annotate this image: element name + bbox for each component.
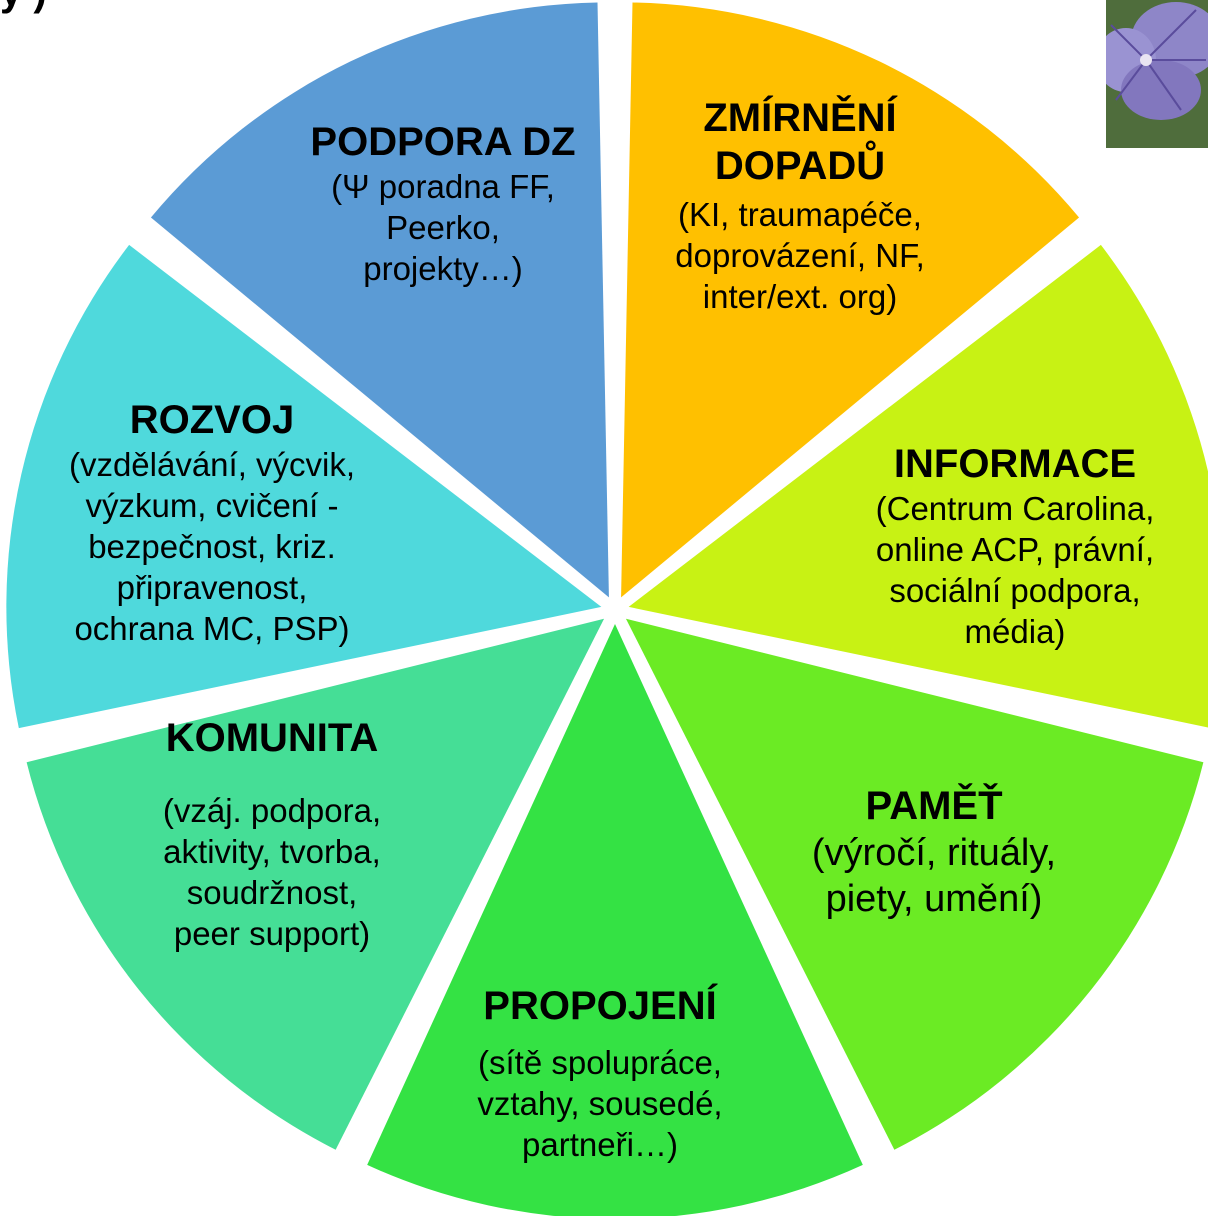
segment-line: projekty…) — [363, 250, 523, 287]
segment-title: PODPORA DZ — [310, 120, 576, 164]
segment-line: inter/ext. org) — [702, 278, 898, 315]
segment-line: Peerko, — [386, 209, 500, 246]
segment-informace-label: INFORMACE (Centrum Carolina, online ACP,… — [876, 440, 1155, 652]
segment-zmirneni-label: ZMÍRNĚNÍ DOPADŮ (KI, traumapéče, doprová… — [675, 94, 924, 317]
segment-line: (sítě spolupráce, — [478, 1044, 722, 1081]
segment-line: piety, umění) — [825, 878, 1043, 920]
segment-line: online ACP, právní, — [875, 531, 1155, 568]
top-cut-text: y ) — [0, 0, 47, 15]
segment-pamet-label: PAMĚŤ (výročí, rituály, piety, umění) — [812, 782, 1056, 922]
segment-line: peer support) — [173, 915, 371, 952]
segment-line: vztahy, sousedé, — [477, 1085, 723, 1122]
segment-line: ochrana MC, PSP) — [74, 610, 350, 647]
segment-podpora-label: PODPORA DZ (Ψ poradna FF, Peerko, projek… — [310, 118, 575, 289]
segment-line: partneři…) — [522, 1126, 678, 1163]
wheel-segment-propojeni — [367, 624, 863, 1216]
wheel-segment-podpora — [150, 2, 609, 598]
segment-line: (KI, traumapéče, — [678, 196, 922, 233]
segment-line: média) — [964, 613, 1066, 650]
segment-komunita-label: KOMUNITA (vzáj. podpora, aktivity, tvorb… — [163, 714, 381, 954]
segment-title: INFORMACE — [893, 442, 1137, 486]
segment-line: aktivity, tvorba, — [163, 833, 381, 870]
flower-photo-icon — [1106, 0, 1208, 148]
segment-title: DOPADŮ — [714, 144, 886, 188]
segment-title: KOMUNITA — [165, 716, 379, 760]
segment-line: bezpečnost, kriz. — [88, 528, 336, 565]
segment-line: (vzdělávání, výcvik, — [68, 446, 356, 483]
segment-line: doprovázení, NF, — [675, 237, 925, 274]
wheel-segment-rozvoj — [6, 244, 602, 729]
wheel-segment-informace — [628, 244, 1208, 728]
wheel-segment-zmirneni — [621, 2, 1080, 598]
segment-line: (Centrum Carolina, — [875, 490, 1155, 527]
segment-title: PROPOJENÍ — [483, 984, 717, 1028]
wheel-segment-komunita — [26, 618, 605, 1150]
segment-rozvoj-label: ROZVOJ (vzdělávání, výcvik, výzkum, cvič… — [69, 396, 355, 649]
segment-propojeni-label: PROPOJENÍ (sítě spolupráce, vztahy, sous… — [477, 982, 722, 1165]
segment-line: (vzáj. podpora, — [162, 792, 382, 829]
segment-line: soudržnost, — [186, 874, 358, 911]
segment-line: (výročí, rituály, — [811, 832, 1057, 874]
segment-line: připravenost, — [116, 569, 308, 606]
segment-title: PAMĚŤ — [865, 784, 1003, 828]
wheel-segment-pamet — [625, 618, 1204, 1150]
segment-title: ZMÍRNĚNÍ — [703, 96, 897, 140]
segment-line: sociální podpora, — [889, 572, 1141, 609]
segment-line: (Ψ poradna FF, — [331, 168, 555, 205]
segment-title: ROZVOJ — [129, 398, 295, 442]
segment-line: výzkum, cvičení - — [85, 487, 339, 524]
